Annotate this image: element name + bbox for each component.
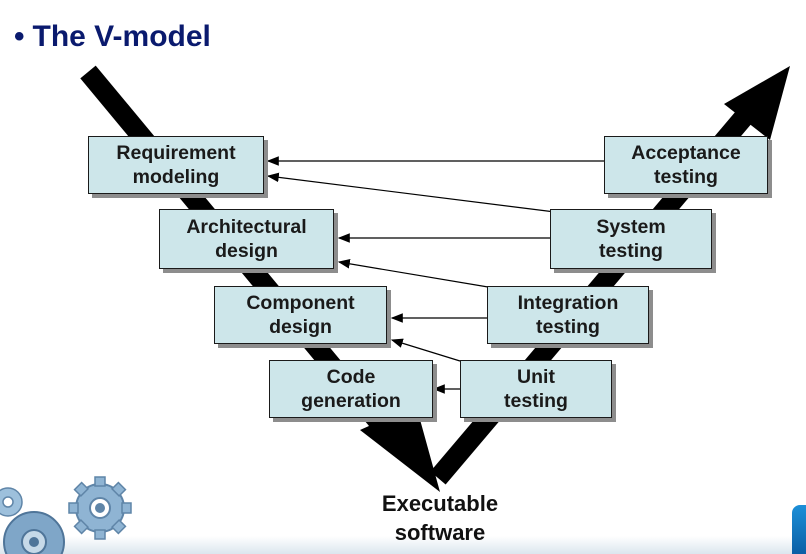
arrow-integration-to-architectural	[337, 259, 489, 288]
arrow-system-to-requirement	[266, 172, 556, 213]
executable-software-label: Executable software	[381, 491, 499, 545]
trace-arrows	[266, 156, 605, 394]
box-acceptance-testing: Acceptance testing	[604, 136, 768, 194]
box-architectural-design: Architectural design	[159, 209, 334, 269]
box-component-design: Component design	[214, 286, 387, 344]
gear-icon-large	[3, 511, 65, 554]
title-bullet: •	[14, 20, 25, 53]
box-unit-testing: Unit testing	[460, 360, 612, 418]
gear-icon-small	[0, 487, 23, 517]
box-requirement-modeling: Requirement modeling	[88, 136, 264, 194]
corner-decoration	[792, 505, 806, 554]
footer-band	[0, 536, 806, 554]
gears-decoration	[0, 476, 132, 554]
box-code-generation: Code generation	[269, 360, 433, 418]
v-left-arrowhead	[360, 405, 440, 492]
box-integration-testing: Integration testing	[487, 286, 649, 344]
arrow-unit-to-component	[390, 338, 461, 362]
v-right-arrowhead	[724, 66, 790, 140]
slide-title: •The V-model	[14, 20, 211, 54]
gear-icon	[68, 476, 132, 540]
box-system-testing: System testing	[550, 209, 712, 269]
title-text: The V-model	[32, 20, 211, 53]
